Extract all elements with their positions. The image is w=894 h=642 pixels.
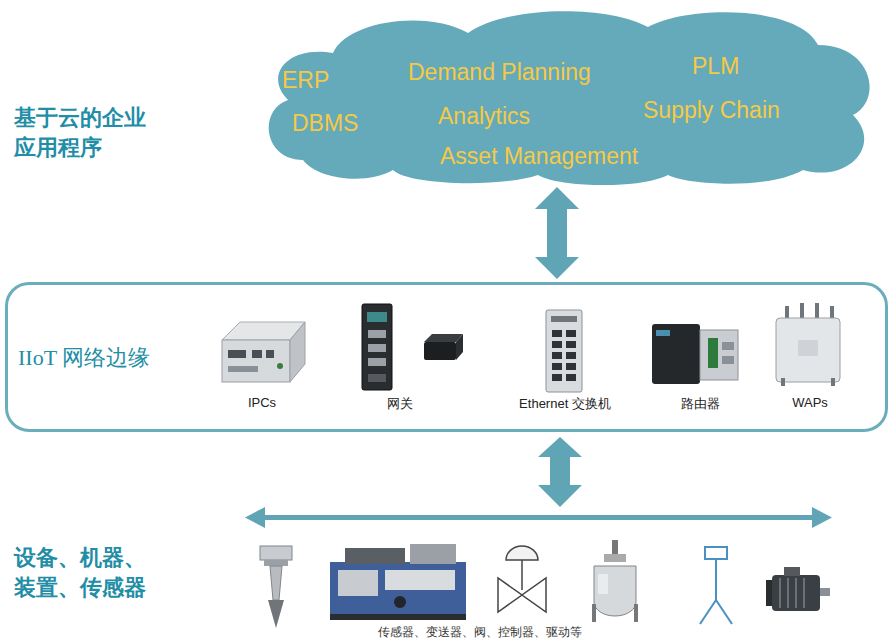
wap-icon	[776, 303, 840, 386]
machine-icon	[330, 544, 466, 620]
app-name: PLM	[692, 53, 739, 80]
double-arrow	[535, 187, 579, 279]
app-name: DBMS	[292, 110, 358, 137]
caption: 传感器、变送器、阀、控制器、驱动等	[378, 624, 582, 641]
app-name: Analytics	[438, 103, 530, 130]
bus-arrow	[245, 507, 832, 528]
device-label: Ethernet 交换机	[519, 395, 611, 413]
switch-icon	[546, 310, 582, 392]
reactor-icon	[592, 540, 638, 622]
layer-label: 设备、机器、 装置、传感器	[14, 543, 155, 602]
tripod-sensor-icon	[700, 547, 732, 624]
device-label: WAPs	[792, 395, 828, 410]
layer-label: 基于云的企业 应用程序	[14, 103, 155, 162]
app-name: ERP	[282, 67, 329, 94]
edge-layer-box: IIoT 网络边缘 IPCs 网关 Ethernet 交换机 路由器 WAPs	[5, 282, 888, 432]
cloud-region: ERP Demand Planning PLM DBMS Analytics Supply…	[258, 5, 878, 185]
app-name: Supply Chain	[643, 97, 780, 124]
gateway-icon	[362, 304, 463, 390]
motor-icon	[766, 567, 830, 611]
router-icon	[652, 324, 738, 384]
valve-icon	[498, 546, 546, 612]
device-label: IPCs	[248, 395, 276, 410]
app-name: Demand Planning	[408, 59, 591, 86]
device-label: 网关	[387, 395, 413, 413]
app-name: Asset Management	[440, 143, 638, 170]
ipc-icon	[222, 322, 305, 382]
double-arrow	[538, 437, 582, 507]
layer-title: IIoT 网络边缘	[18, 343, 150, 373]
level-sensor-icon	[260, 546, 292, 628]
device-label: 路由器	[681, 395, 720, 413]
